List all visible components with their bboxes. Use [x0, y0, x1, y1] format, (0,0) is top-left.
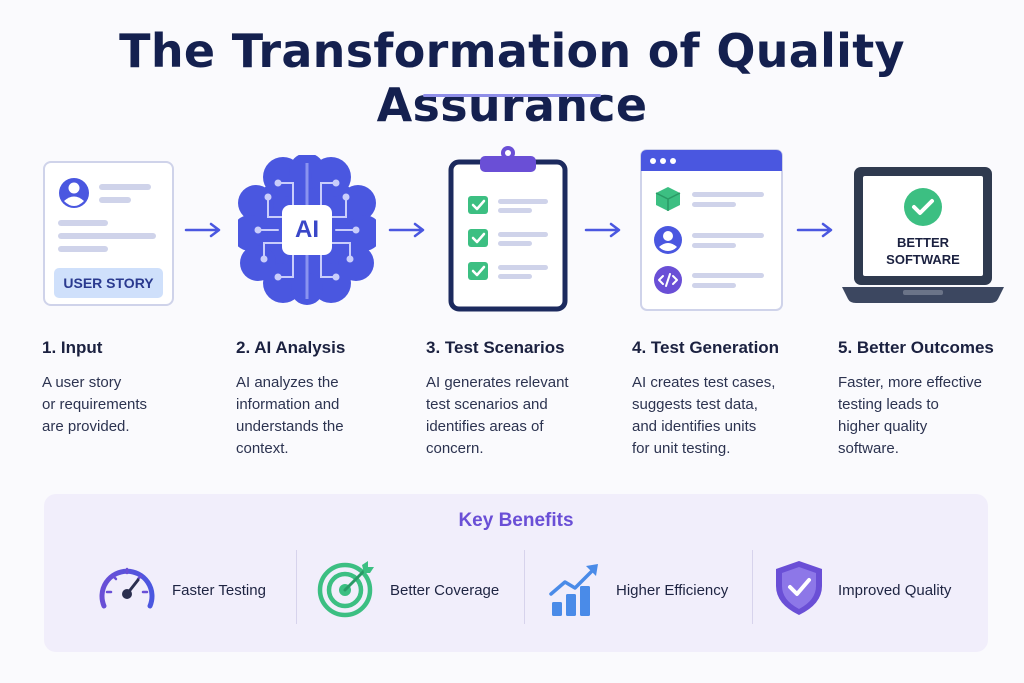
step-description: A user story or requirements are provide…: [42, 374, 148, 435]
target-icon: [316, 557, 378, 624]
user-story-label: USER STORY: [63, 275, 154, 291]
user-story-card-illustration: USER STORY: [43, 161, 174, 306]
browser-window-illustration: [640, 149, 783, 311]
page-title: The Transformation of Quality Assurance: [119, 24, 905, 132]
title-underline: [423, 94, 601, 97]
laptop-label-line2: SOFTWARE: [886, 252, 960, 267]
step-title: 1. Input: [42, 338, 103, 357]
step-title: 4. Test Generation: [632, 338, 780, 357]
step-description: AI generates relevant test scenarios and…: [426, 374, 569, 457]
laptop-illustration: BETTER SOFTWARE: [840, 165, 1006, 307]
ai-brain-illustration: AI: [232, 153, 382, 305]
step-description: Faster, more effective testing leads to …: [838, 374, 982, 457]
benefit-divider: [752, 550, 753, 624]
growth-chart-icon: [548, 558, 604, 623]
benefit-label: Faster Testing: [172, 581, 266, 599]
step-test-generation: 4. Test Generation AI creates test cases…: [632, 338, 812, 460]
key-benefits-title: Key Benefits: [458, 510, 574, 531]
benefit-better-coverage: Better Coverage: [316, 552, 499, 628]
key-benefits-panel: Key Benefits Faster Testing: [44, 494, 988, 652]
arrow-right-icon: [388, 222, 428, 243]
arrow-right-icon: [184, 222, 224, 243]
step-input: 1. Input A user story or requirements ar…: [42, 338, 222, 438]
step-title: 2. AI Analysis: [236, 338, 346, 357]
clipboard-checklist-illustration: [448, 144, 568, 312]
step-title: 3. Test Scenarios: [426, 338, 565, 357]
benefit-improved-quality: Improved Quality: [772, 552, 951, 628]
benefit-divider: [296, 550, 297, 624]
benefit-label: Higher Efficiency: [616, 581, 729, 599]
step-ai-analysis: 2. AI Analysis AI analyzes the informati…: [236, 338, 416, 460]
step-better-outcomes: 5. Better Outcomes Faster, more effectiv…: [838, 338, 1018, 460]
shield-check-icon: [772, 558, 826, 623]
benefit-label: Improved Quality: [838, 581, 952, 599]
arrow-right-icon: [796, 222, 836, 243]
laptop-label-line1: BETTER: [897, 235, 949, 250]
step-description: AI analyzes the information and understa…: [236, 374, 344, 457]
speedometer-icon: [94, 558, 160, 623]
benefit-higher-efficiency: Higher Efficiency: [548, 552, 728, 628]
step-test-scenarios: 3. Test Scenarios AI generates relevant …: [426, 338, 606, 460]
step-title: 5. Better Outcomes: [838, 338, 994, 357]
arrow-right-icon: [584, 222, 624, 243]
ai-chip-label: AI: [295, 216, 319, 243]
step-description: AI creates test cases, suggests test dat…: [632, 374, 776, 457]
benefit-label: Better Coverage: [390, 581, 500, 599]
benefit-faster-testing: Faster Testing: [94, 552, 266, 628]
benefit-divider: [524, 550, 525, 624]
